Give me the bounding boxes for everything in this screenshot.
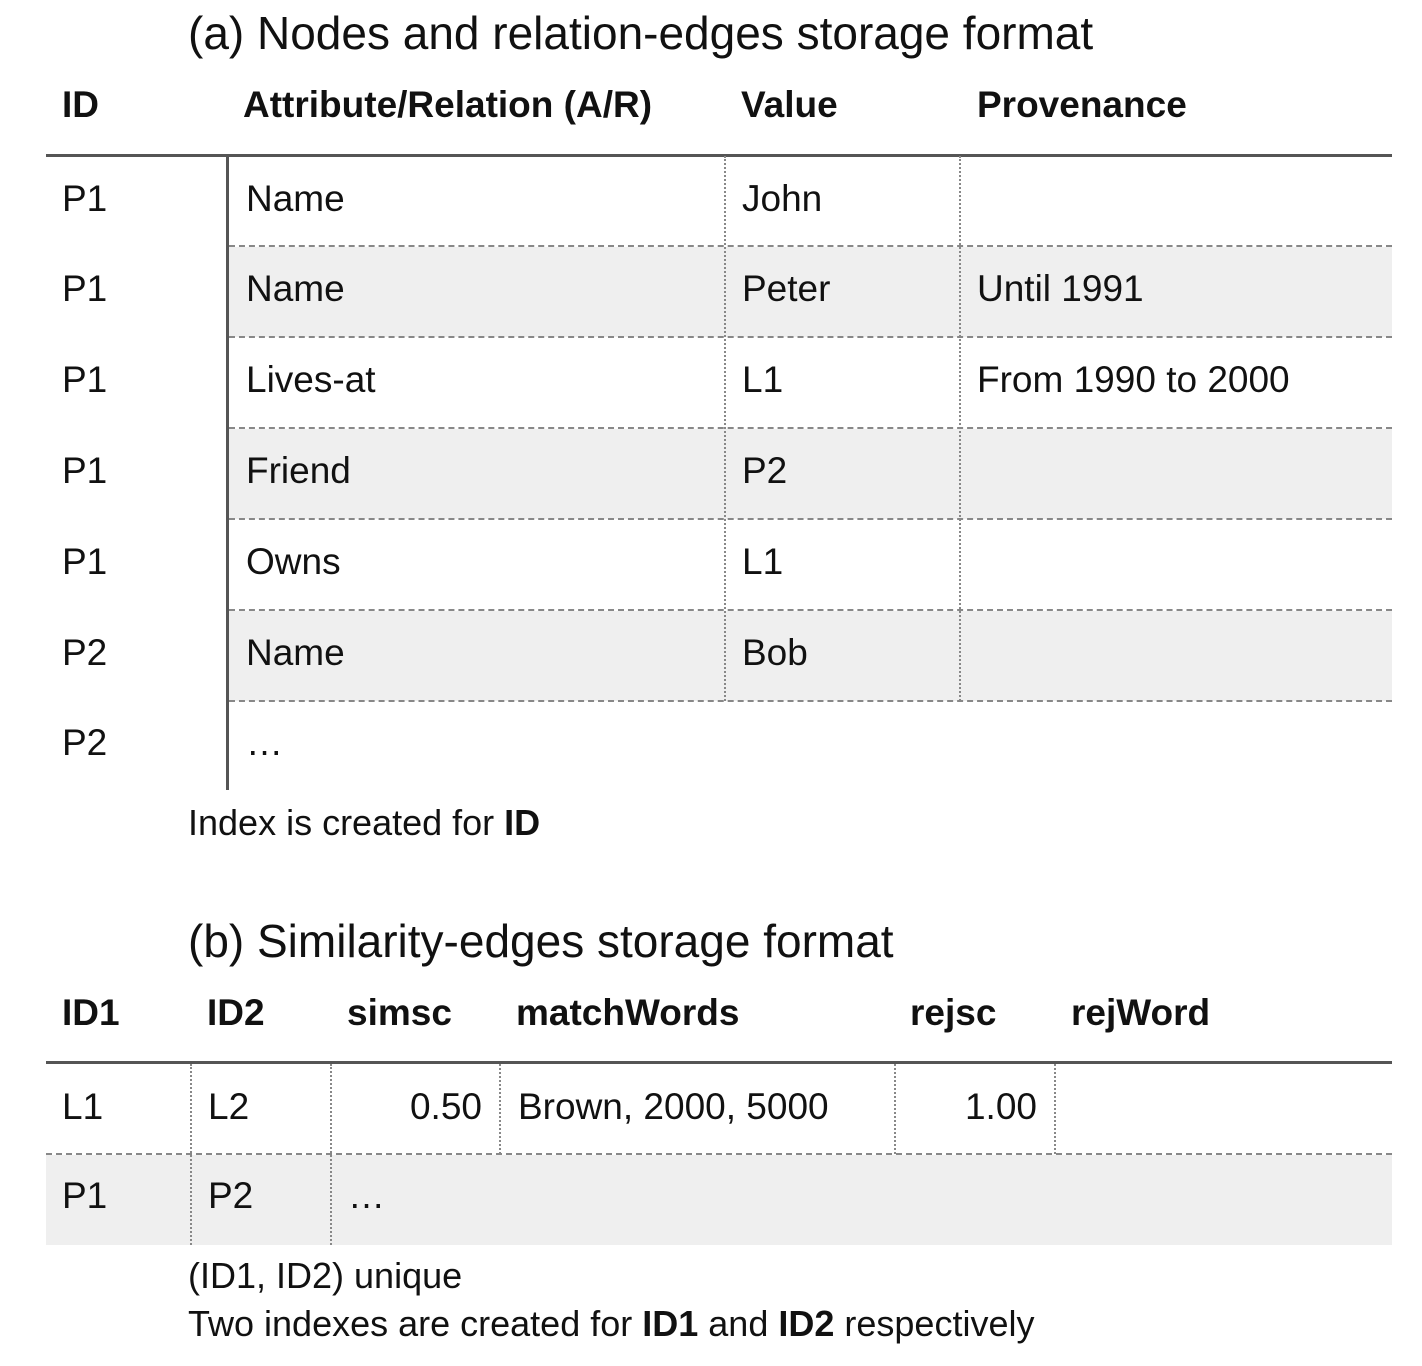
table-b-column-divider bbox=[1054, 1064, 1056, 1154]
table-a-cell-attribute: Owns bbox=[246, 541, 341, 582]
table-a-header-rule bbox=[46, 154, 1392, 157]
table-b-cell-matchwords: Brown, 2000, 5000 bbox=[518, 1086, 829, 1127]
table-b-index-note: Two indexes are created for ID1 and ID2 … bbox=[188, 1303, 1034, 1345]
table-b-column-divider bbox=[330, 1064, 332, 1245]
table-a-column-divider bbox=[724, 156, 726, 701]
table-a-header-value: Value bbox=[741, 84, 838, 125]
table-a-cell-id: P1 bbox=[62, 268, 108, 309]
table-a-cell-value: L1 bbox=[742, 359, 784, 400]
table-a-cell-id: P1 bbox=[62, 450, 108, 491]
table-a-cell-provenance: From 1990 to 2000 bbox=[977, 359, 1290, 400]
table-a-cell-attribute: Name bbox=[246, 268, 345, 309]
table-b-header-simsc: simsc bbox=[347, 992, 452, 1033]
table-b-header-matchwords: matchWords bbox=[516, 992, 740, 1033]
table-a-header-id: ID bbox=[62, 84, 99, 125]
table-a-index-rule bbox=[226, 156, 229, 790]
table-a-cell-value: Peter bbox=[742, 268, 831, 309]
table-a-column-divider bbox=[959, 156, 961, 701]
table-b-row-divider bbox=[46, 1153, 1392, 1155]
table-a-cell-attribute: Lives-at bbox=[246, 359, 376, 400]
table-a-note-text: Index is created for bbox=[188, 802, 505, 843]
table-a-cell-id: P1 bbox=[62, 359, 108, 400]
table-a-row-divider bbox=[229, 609, 1392, 611]
table-a-header-provenance: Provenance bbox=[977, 84, 1187, 125]
table-b-column-divider bbox=[499, 1064, 501, 1154]
table-b-header-id1: ID1 bbox=[62, 992, 120, 1033]
table-a-row-divider bbox=[229, 427, 1392, 429]
table-b-cell-id2: L2 bbox=[208, 1086, 250, 1127]
table-b-header-rule bbox=[46, 1061, 1392, 1064]
table-b-column-divider bbox=[190, 1064, 192, 1245]
table-b-cell-id1: P1 bbox=[62, 1175, 108, 1216]
table-a-row-shade bbox=[229, 611, 1392, 701]
table-b-cell-id2: P2 bbox=[208, 1175, 254, 1216]
table-b-note-bold-id1: ID1 bbox=[642, 1303, 699, 1344]
table-a-cell-attribute: Name bbox=[246, 632, 345, 673]
table-a-cell-id: P1 bbox=[62, 541, 108, 582]
table-a-row-divider bbox=[229, 700, 1392, 702]
table-a-row-shade bbox=[229, 247, 1392, 337]
table-a-cell-provenance: Until 1991 bbox=[977, 268, 1144, 309]
table-b-note-text: respectively bbox=[834, 1303, 1035, 1344]
table-b-title: (b) Similarity-edges storage format bbox=[188, 915, 894, 967]
table-a-index-note: Index is created for ID bbox=[188, 802, 540, 844]
table-a-cell-attribute: Name bbox=[246, 178, 345, 219]
table-a-row-divider bbox=[229, 518, 1392, 520]
table-a-cell-attribute: … bbox=[246, 722, 283, 763]
table-a-header-attribute-relation: Attribute/Relation (A/R) bbox=[243, 84, 653, 125]
table-b-cell-rejsc: 1.00 bbox=[964, 1086, 1037, 1127]
table-b-cell-simsc: … bbox=[348, 1175, 385, 1216]
table-b-column-divider bbox=[894, 1064, 896, 1154]
table-b-note-bold-id2: ID2 bbox=[778, 1303, 835, 1344]
table-a-cell-id: P2 bbox=[62, 722, 108, 763]
table-a-cell-value: P2 bbox=[742, 450, 788, 491]
table-b-cell-simsc: 0.50 bbox=[409, 1086, 482, 1127]
table-b-header-id2: ID2 bbox=[207, 992, 265, 1033]
table-b-note-text: and bbox=[698, 1303, 779, 1344]
table-a-row-shade bbox=[229, 429, 1392, 519]
table-a-row-divider bbox=[229, 245, 1392, 247]
table-b-cell-id1: L1 bbox=[62, 1086, 104, 1127]
table-b-header-rejsc: rejsc bbox=[910, 992, 997, 1033]
table-b-header-rejword: rejWord bbox=[1071, 992, 1211, 1033]
table-a-cell-value: L1 bbox=[742, 541, 784, 582]
table-a-cell-value: Bob bbox=[742, 632, 808, 673]
table-a-cell-value: John bbox=[742, 178, 823, 219]
table-a-cell-id: P2 bbox=[62, 632, 108, 673]
table-b-row-shade bbox=[46, 1155, 1392, 1245]
table-a-title: (a) Nodes and relation-edges storage for… bbox=[188, 7, 1094, 59]
table-a-note-bold: ID bbox=[504, 802, 541, 843]
table-a-cell-id: P1 bbox=[62, 178, 108, 219]
table-b-unique-note: (ID1, ID2) unique bbox=[188, 1255, 463, 1296]
table-a-cell-attribute: Friend bbox=[246, 450, 351, 491]
table-a-row-divider bbox=[229, 336, 1392, 338]
table-b-note-text: Two indexes are created for bbox=[188, 1303, 643, 1344]
